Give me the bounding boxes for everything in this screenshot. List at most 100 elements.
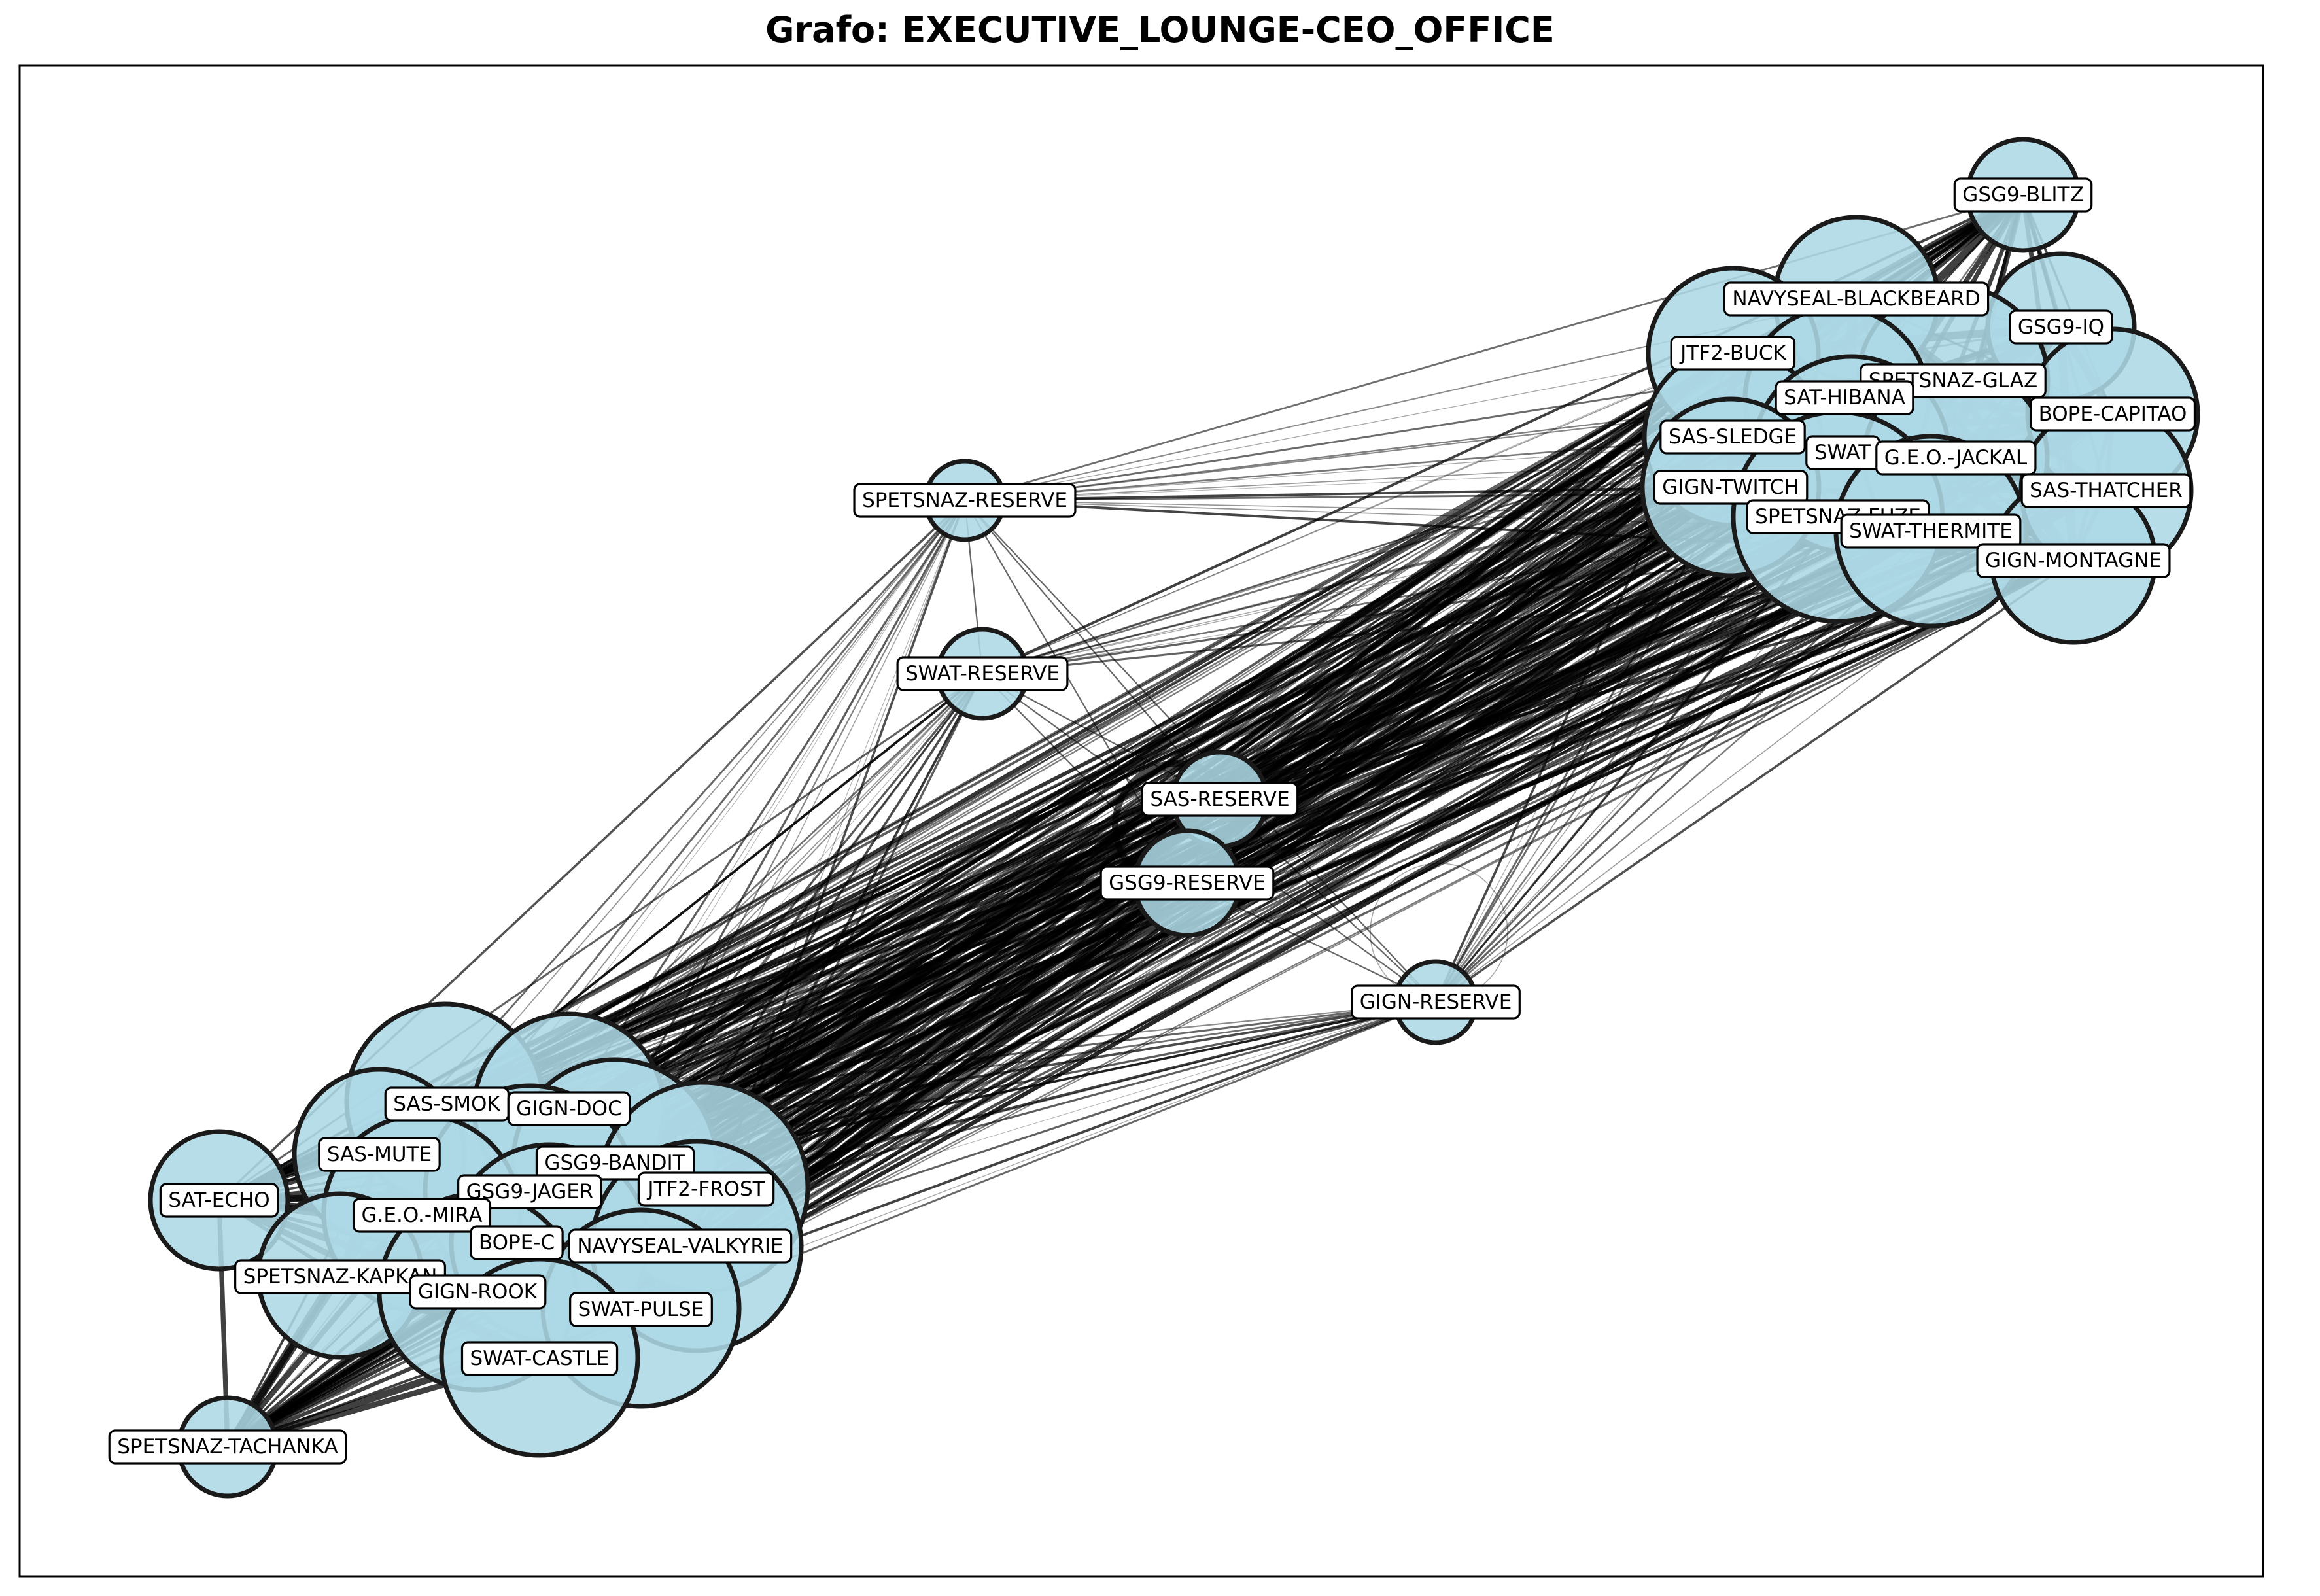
edge — [695, 1001, 1437, 1247]
label-box — [1840, 513, 2022, 549]
node-label-spetsnaz-tachanka: SPETSNAZ-TACHANKA — [108, 1429, 347, 1465]
node-label-spetsnaz-reserve: SPETSNAZ-RESERVE — [853, 483, 1077, 518]
node-label-bope-capitao: BOPE-CAPITAO — [2029, 396, 2196, 432]
label-box — [568, 1228, 793, 1264]
edge — [1219, 487, 1731, 800]
label-box — [409, 1274, 547, 1310]
node-label-swat-castle: SWAT-CASTLE — [460, 1341, 619, 1376]
label-box — [1723, 281, 1990, 317]
label-text: SWAT-RESERVE — [905, 662, 1060, 685]
label-text: SAT-HIBANA — [1784, 386, 1905, 409]
edge — [443, 559, 2075, 1103]
label-text: GIGN-TWITCH — [1662, 476, 1799, 499]
node-label-spetsnaz-kapkan: SPETSNAZ-KAPKAN — [234, 1259, 446, 1294]
node-label-sas-sledge: SAS-SLEDGE — [1659, 419, 1806, 455]
label-text: G.E.O.-MIRA — [362, 1204, 483, 1227]
label-box — [1953, 177, 2093, 213]
edge — [695, 559, 2075, 1247]
label-box — [1775, 380, 1914, 415]
node-label-swat-ash: SWAT — [1805, 435, 1880, 470]
node-label-gign-twitch: GIGN-TWITCH — [1653, 470, 1809, 505]
edge — [963, 486, 1732, 502]
label-box — [1351, 984, 1521, 1020]
edge — [444, 500, 965, 1103]
node-label-gsg9-jager: GSG9-JAGER — [457, 1174, 602, 1209]
label-box — [159, 1183, 279, 1218]
edge — [1434, 559, 2075, 1003]
node-label-geo-mira: G.E.O.-MIRA — [352, 1198, 492, 1233]
edge — [964, 353, 1734, 501]
label-box — [1670, 336, 1796, 371]
edge — [695, 456, 1958, 1248]
edge — [982, 436, 1733, 674]
label-box — [352, 1198, 492, 1233]
label-box — [569, 1292, 713, 1327]
label-text: BOPE-C — [479, 1231, 555, 1255]
label-text: BOPE-CAPITAO — [2039, 402, 2187, 426]
node-label-sat-hibana: SAT-HIBANA — [1775, 380, 1914, 415]
edge — [963, 436, 1734, 502]
graph-title: Grafo: EXECUTIVE_LOUNGE-CEO_OFFICE — [765, 9, 1555, 50]
label-box — [460, 1341, 619, 1376]
node-label-swat-pulse: SWAT-PULSE — [569, 1292, 713, 1327]
label-text: GIGN-MONTAGNE — [1985, 549, 2162, 572]
label-box — [853, 483, 1077, 518]
label-box — [470, 1225, 564, 1260]
node-label-gign-rook: GIGN-ROOK — [409, 1274, 547, 1310]
edge — [443, 453, 1852, 1103]
edge — [568, 799, 1221, 1109]
node-label-sas-thatcher: SAS-THATCHER — [2020, 473, 2192, 508]
node-label-gsg9-iq: GSG9-IQ — [2009, 309, 2113, 345]
label-text: G.E.O.-JACKAL — [1884, 446, 2028, 470]
edge — [982, 353, 1734, 674]
label-text: GSG9-BLITZ — [1962, 183, 2083, 207]
node-label-gign-reserve: GIGN-RESERVE — [1351, 984, 1521, 1020]
edge — [568, 499, 966, 1110]
label-box — [2020, 473, 2192, 508]
edge — [963, 499, 1221, 801]
label-box — [1653, 470, 1809, 505]
label-text: SWAT-THERMITE — [1849, 519, 2013, 543]
label-box — [535, 1145, 695, 1181]
edge — [963, 499, 1188, 884]
plot-frame — [18, 64, 2264, 1578]
node-label-jtf2-buck: JTF2-BUCK — [1670, 336, 1796, 371]
edge — [694, 529, 1933, 1249]
label-box — [108, 1429, 347, 1465]
labels-layer: GSG9-BLITZ NAVYSEAL-BLACKBEARD GSG9-IQ JTF2… — [108, 177, 2196, 1465]
edge — [444, 487, 1731, 1103]
label-text: SAS-SLEDGE — [1669, 425, 1797, 449]
node-label-bope-caveira: BOPE-C — [470, 1225, 564, 1260]
label-text: NAVYSEAL-BLACKBEARD — [1732, 287, 1980, 311]
label-text: NAVYSEAL-VALKYRIE — [577, 1234, 783, 1258]
node-label-navyseal-blackbeard: NAVYSEAL-BLACKBEARD — [1723, 281, 1990, 317]
label-text: SWAT-PULSE — [578, 1298, 704, 1321]
node-label-gign-montagne: GIGN-MONTAGNE — [1976, 543, 2171, 578]
label-box — [457, 1174, 602, 1209]
edge — [702, 798, 1221, 1188]
node-label-gsg9-blitz: GSG9-BLITZ — [1953, 177, 2093, 213]
label-box — [318, 1137, 441, 1172]
label-box — [1141, 782, 1299, 817]
edge — [548, 559, 2075, 1244]
label-text: GIGN-DOC — [516, 1097, 621, 1120]
edge — [963, 499, 1437, 1003]
node-label-navyseal-valkyrie: NAVYSEAL-VALKYRIE — [568, 1228, 793, 1264]
node-label-swat-thermite: SWAT-THERMITE — [1840, 513, 2022, 549]
label-text: SAS-SMOK — [393, 1092, 500, 1116]
label-text: SPETSNAZ-TACHANKA — [117, 1435, 338, 1459]
node-label-swat-reserve: SWAT-RESERVE — [896, 656, 1069, 691]
label-text: GIGN-ROOK — [418, 1280, 538, 1304]
edge — [568, 673, 983, 1109]
label-text: SWAT-CASTLE — [470, 1347, 609, 1370]
label-text: JTF2-BUCK — [1679, 341, 1786, 365]
node-label-gign-doc: GIGN-DOC — [507, 1091, 631, 1126]
label-box — [2029, 396, 2196, 432]
label-box — [1875, 440, 2037, 476]
node-label-sas-mute: SAS-MUTE — [318, 1137, 441, 1172]
node-label-sas-smoke: SAS-SMOK — [384, 1086, 510, 1122]
label-text: SPETSNAZ-KAPKAN — [243, 1265, 438, 1289]
edge — [443, 436, 1734, 1103]
edge — [1186, 487, 1731, 884]
label-text: GSG9-RESERVE — [1109, 871, 1266, 895]
